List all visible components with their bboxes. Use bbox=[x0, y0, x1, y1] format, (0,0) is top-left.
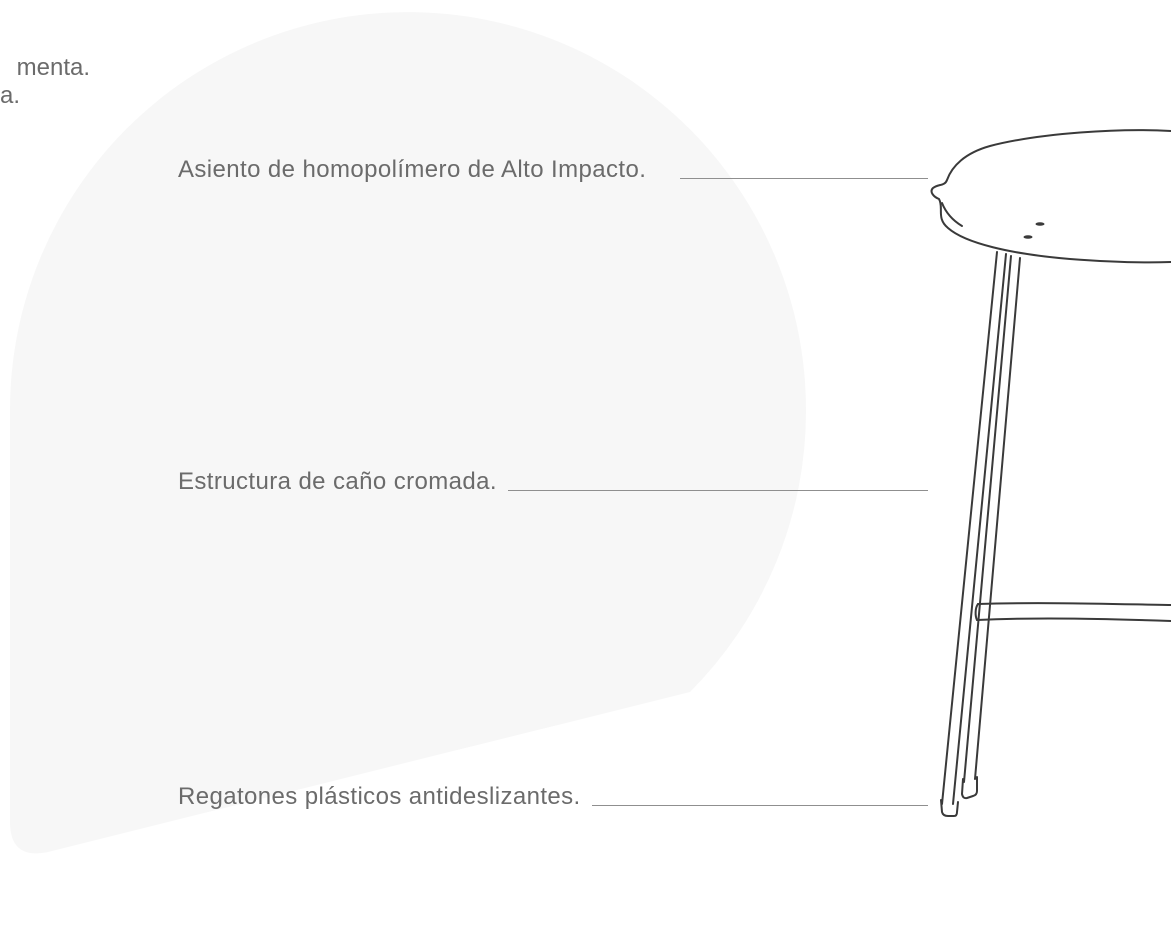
stool-seat-hole bbox=[1023, 235, 1033, 239]
background-shape bbox=[10, 12, 807, 854]
stool-leg-back-inner bbox=[974, 257, 1021, 780]
stool-seat-lip bbox=[941, 202, 963, 227]
stool-leg-front-outer bbox=[941, 251, 998, 805]
feature-label-structure: Estructura de caño cromada. bbox=[178, 468, 497, 495]
stool-seat-hole bbox=[1035, 222, 1045, 226]
stool-foot-cap-front bbox=[940, 799, 959, 817]
stool-illustration bbox=[930, 129, 1171, 817]
stool-footrest-bottom bbox=[976, 617, 1171, 622]
leader-line-feet bbox=[592, 805, 928, 806]
stool-leg-front-inner bbox=[952, 253, 1007, 805]
leader-line-structure bbox=[508, 490, 928, 491]
stool-footrest-end bbox=[974, 603, 979, 621]
stool-footrest-top bbox=[977, 602, 1171, 606]
stool-seat bbox=[930, 129, 1171, 264]
feature-label-seat: Asiento de homopolímero de Alto Impacto. bbox=[178, 156, 647, 183]
intro-text-fragment: menta. bbox=[16, 54, 90, 81]
stool-leg-back-outer bbox=[963, 255, 1012, 783]
leader-line-seat bbox=[680, 178, 928, 179]
feature-label-feet: Regatones plásticos antideslizantes. bbox=[178, 783, 581, 810]
stool-foot-cap-back bbox=[961, 776, 978, 800]
intro-text-fragment: a. bbox=[0, 82, 20, 109]
